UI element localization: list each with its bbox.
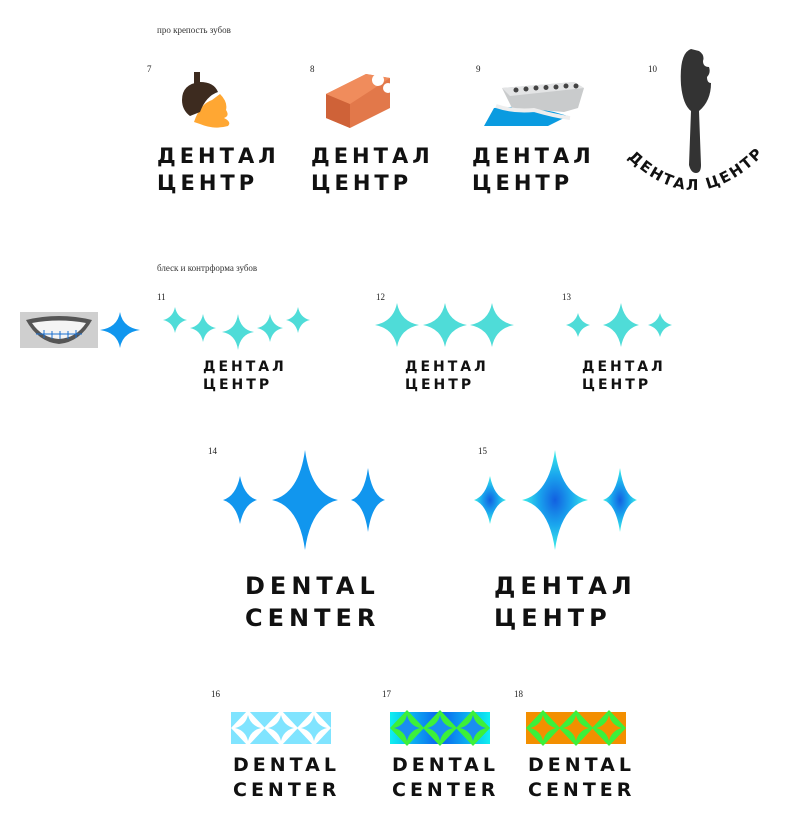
- concept-number: 17: [382, 689, 391, 699]
- concept-number: 10: [648, 64, 657, 74]
- sparkle-icon: [257, 314, 283, 342]
- sparkle-icon: [648, 313, 672, 337]
- concept-number: 14: [208, 446, 217, 456]
- logo-wordmark: DENTAL CENTER: [233, 753, 340, 802]
- sparkle-icon: [222, 314, 254, 350]
- sparkles-blue: [223, 450, 385, 550]
- sparkles-arc: [163, 307, 310, 350]
- section-title-shine: блеск и контрформа зубов: [157, 263, 258, 273]
- wordmark-line1: ДЕНТАЛ: [494, 572, 637, 600]
- logo-wordmark: ДЕНТАЛ ЦЕНТР: [472, 143, 595, 198]
- sparkle-icon: [566, 313, 590, 337]
- sparkle-icon: [596, 715, 622, 741]
- concrete-slab-icon: [484, 82, 584, 126]
- logo-wordmark: ДЕНТАЛ ЦЕНТР: [203, 358, 287, 394]
- wordmark-line1: ДЕНТАЛ: [405, 359, 489, 375]
- wordmark-line2: ЦЕНТР: [494, 604, 612, 633]
- wordmark-line2: ЦЕНТР: [405, 377, 475, 394]
- sparkle-icon: [301, 715, 327, 741]
- concept-number: 13: [562, 292, 571, 302]
- wordmark-line2: ЦЕНТР: [311, 171, 413, 196]
- wordmark-line1: ДЕНТАЛ: [203, 359, 287, 375]
- sparkle-icon: [268, 715, 294, 741]
- concept-number: 16: [211, 689, 220, 699]
- sparkle-icon: [394, 715, 420, 741]
- wordmark-line2: ЦЕНТР: [203, 377, 273, 394]
- wordmark-line1: DENTAL: [245, 572, 380, 600]
- wordmark-line2: ЦЕНТР: [582, 377, 652, 394]
- diamond-pattern: [526, 710, 626, 746]
- wordmark-line1: ДЕНТАЛ: [582, 359, 666, 375]
- diamond-pattern: [390, 710, 490, 746]
- wordmark-line2: CENTER: [528, 778, 636, 801]
- sparkle-icon: [522, 450, 588, 550]
- sparkles-gradient: [474, 450, 637, 550]
- sparkle-icon: [272, 450, 338, 550]
- logo-wordmark: DENTAL CENTER: [392, 753, 499, 802]
- wordmark-line2: CENTER: [245, 604, 381, 633]
- concept-number: 11: [157, 292, 166, 302]
- sparkle-icon: [375, 303, 419, 347]
- sparkle-icon: [474, 476, 506, 524]
- sparkle-icon: [423, 303, 467, 347]
- wordmark-line1: DENTAL: [233, 754, 340, 776]
- sparkle-icon: [286, 307, 310, 333]
- sparkle-icon: [530, 715, 556, 741]
- wordmark-line1: ДЕНТАЛ: [472, 144, 595, 168]
- brick-icon: [326, 74, 393, 128]
- sparkle-icon: [460, 715, 486, 741]
- sparkle-icon: [351, 468, 385, 532]
- bitten-spoon-icon: ДЕНТАЛ ЦЕНТР: [625, 49, 765, 194]
- concept-number: 7: [147, 64, 152, 74]
- wordmark-line1: ДЕНТАЛ: [311, 144, 434, 168]
- wordmark-line1: DENTAL: [392, 754, 499, 776]
- logo-wordmark: ДЕНТАЛ ЦЕНТР: [582, 358, 666, 394]
- section-title-strength: про крепость зубов: [157, 25, 231, 35]
- logo-wordmark: ДЕНТАЛ ЦЕНТР: [405, 358, 489, 394]
- sparkle-icon: [563, 715, 589, 741]
- sparkle-icon: [100, 312, 140, 348]
- sparkle-icon: [163, 307, 187, 333]
- sparkle-icon: [470, 303, 514, 347]
- logo-wordmark: ДЕНТАЛ ЦЕНТР: [494, 570, 637, 635]
- acorn-icon: [182, 72, 230, 128]
- wordmark-line2: ЦЕНТР: [157, 171, 259, 196]
- sparkle-icon: [100, 312, 140, 348]
- sparkle-icon: [235, 715, 261, 741]
- concept-number: 8: [310, 64, 315, 74]
- concept-number: 18: [514, 689, 523, 699]
- wordmark-line2: ЦЕНТР: [472, 171, 574, 196]
- logo-wordmark: ДЕНТАЛ ЦЕНТР: [157, 143, 280, 198]
- sparkle-icon: [190, 314, 216, 342]
- logo-wordmark: DENTAL CENTER: [528, 753, 635, 802]
- logo-wordmark: ДЕНТАЛ ЦЕНТР: [311, 143, 434, 198]
- logo-wordmark: DENTAL CENTER: [245, 570, 380, 635]
- sparkle-icon: [603, 303, 639, 347]
- concept-number: 9: [476, 64, 481, 74]
- concept-number: 12: [376, 292, 385, 302]
- smile-photo: [20, 312, 98, 348]
- concept-number: 15: [478, 446, 487, 456]
- sparkles-row: [566, 303, 672, 347]
- sparkle-icon: [427, 715, 453, 741]
- sparkle-icon: [603, 468, 637, 532]
- sparkles-row: [375, 303, 514, 347]
- wordmark-line2: CENTER: [392, 778, 500, 801]
- wordmark-line2: CENTER: [233, 778, 341, 801]
- wordmark-line1: DENTAL: [528, 754, 635, 776]
- wordmark-line1: ДЕНТАЛ: [157, 144, 280, 168]
- sparkle-icon: [223, 476, 257, 524]
- diamond-pattern: [231, 710, 331, 746]
